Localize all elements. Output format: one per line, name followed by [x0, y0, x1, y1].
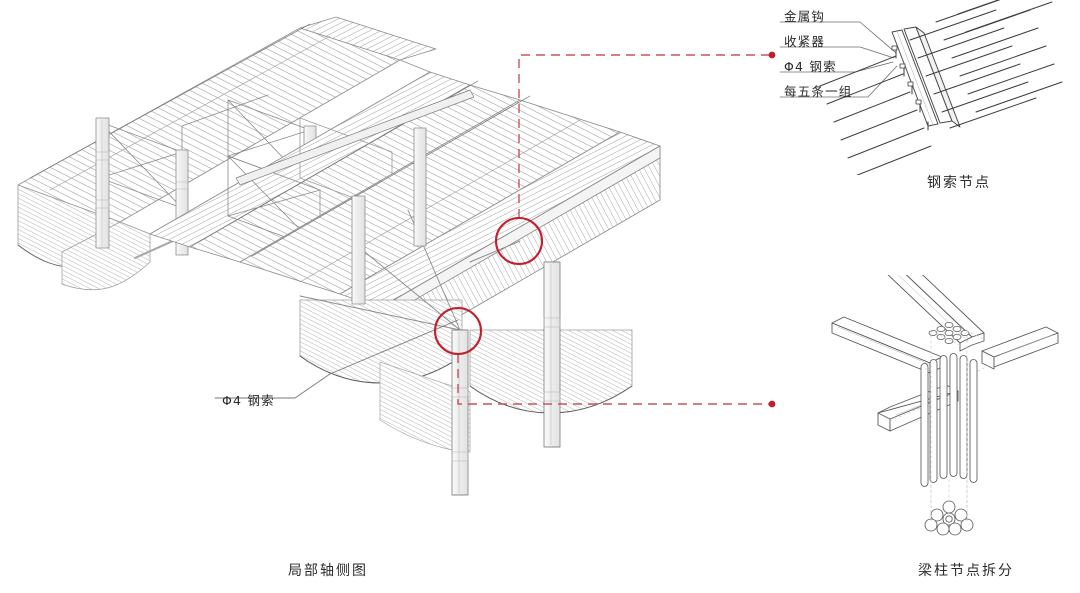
- column-rod-bundle: [920, 322, 978, 487]
- metal-hooks: [895, 49, 929, 131]
- main-drawing-caption: 局部轴侧图: [288, 563, 368, 579]
- cable-detail-label-tensioner: 收紧器: [784, 34, 826, 49]
- beam-right: [981, 326, 1059, 370]
- dashed-link-upper-endpoint: [768, 51, 776, 59]
- leader-lines-cable-detail: [779, 21, 898, 98]
- column-far-left: [95, 117, 110, 249]
- column-near-left: [451, 329, 469, 496]
- cable-detail-label-grouping: 每五条一组: [784, 84, 853, 99]
- cable-node-marker[interactable]: [494, 216, 544, 266]
- column-near-right: [543, 261, 561, 448]
- dashed-link-lower-endpoint: [768, 400, 776, 408]
- cable-detail-label-hook: 金属钩: [784, 9, 826, 24]
- cable-detail-caption: 钢索节点: [927, 175, 991, 191]
- column-upper-right: [413, 127, 427, 247]
- beam-column-marker[interactable]: [433, 306, 483, 356]
- cable-group-upper-2: [935, 0, 1063, 113]
- cable-group-lower: [819, 55, 932, 175]
- joint-detail-caption: 梁柱节点拆分: [918, 563, 1014, 579]
- main-axonometric-drawing: [17, 16, 661, 496]
- rod-tops: [928, 322, 970, 345]
- explosion-guides: [889, 330, 991, 522]
- cable-curtain-near-c: [379, 361, 471, 453]
- dashed-link-upper: [518, 51, 776, 218]
- leader-main-cable: [214, 319, 459, 399]
- main-drawing-cable-label: Φ4 钢索: [222, 393, 275, 408]
- purlin-beam: [891, 26, 961, 128]
- roof-bay-middle: [149, 71, 521, 263]
- cable-node-detail-drawing: [779, 0, 1063, 175]
- column-mid-far: [351, 195, 366, 305]
- column-cross-section: [924, 500, 974, 536]
- dashed-link-lower: [457, 354, 776, 408]
- truss-far: [99, 94, 311, 209]
- long-beam: [235, 89, 475, 186]
- tensioners: [891, 45, 922, 105]
- cable-curtain-far-bay: [61, 221, 151, 291]
- cable-detail-label-cable: Φ4 钢索: [784, 59, 837, 74]
- beam-column-joint-drawing: [831, 275, 1059, 536]
